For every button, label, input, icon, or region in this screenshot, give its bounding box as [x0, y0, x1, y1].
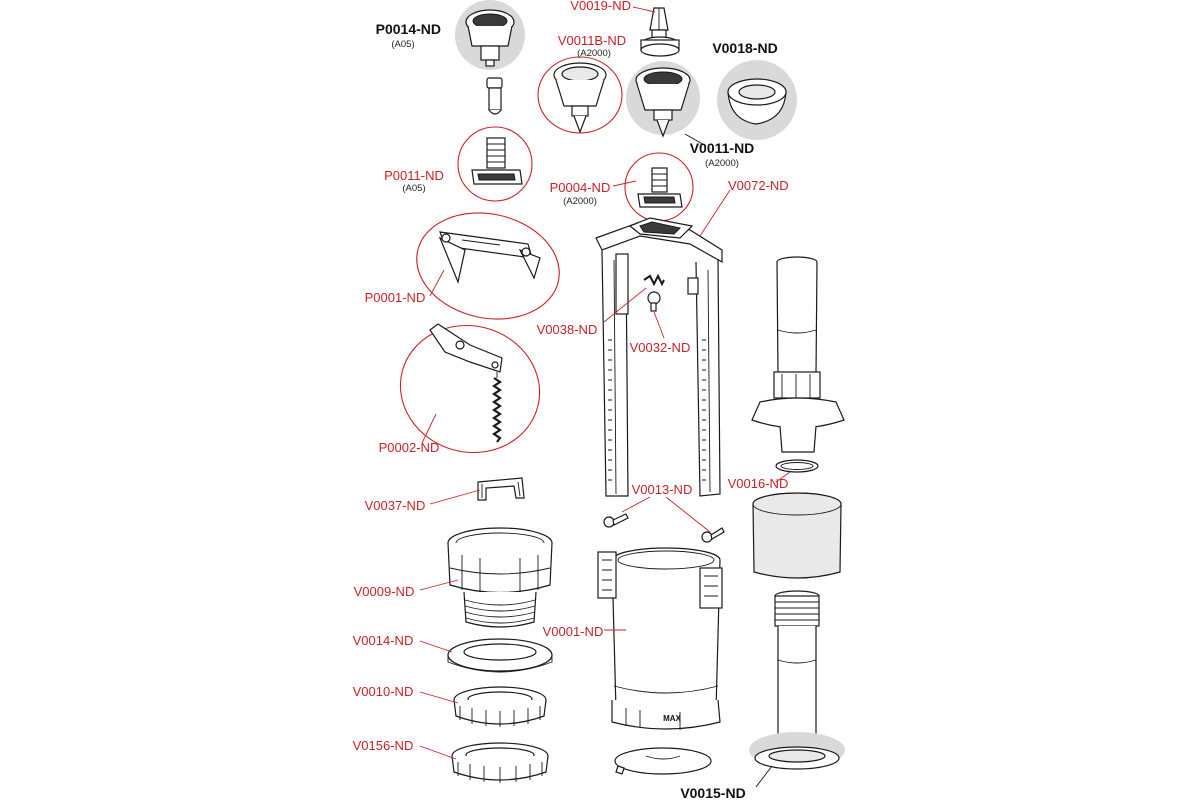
part-p0011: [471, 137, 523, 185]
label-v0016: V0016-ND: [728, 476, 789, 491]
part-v0019: [640, 7, 680, 57]
part-p0001-lever: [438, 231, 541, 285]
part-v0011b-button: [553, 62, 607, 134]
label-p0011-sub: (A05): [402, 183, 425, 194]
part-v0038-spring: [643, 273, 665, 287]
part-v0010-nut: [453, 686, 547, 727]
label-p0011: P0011-ND: [384, 168, 444, 183]
part-float-cylinder: [752, 492, 842, 579]
label-v0037: V0037-ND: [365, 498, 426, 513]
part-v0072-frame: [595, 217, 723, 497]
part-overflow-tube-lower: [774, 590, 820, 753]
label-v0019: V0019-ND: [570, 0, 631, 13]
label-p0002: P0002-ND: [379, 440, 440, 455]
label-p0004-sub: (A2000): [563, 196, 597, 207]
part-v0018-cap: [717, 60, 797, 140]
part-v0011-button: [626, 61, 700, 138]
part-v0016-oring: [775, 459, 819, 473]
part-p0014-push-button: [455, 0, 525, 70]
label-v0038: V0038-ND: [537, 322, 598, 337]
part-v0009-cage: [447, 527, 553, 628]
part-v0014-washer: [447, 638, 553, 673]
part-overflow-tube-upper: [751, 256, 845, 453]
label-v0001: V0001-ND: [543, 624, 604, 639]
part-p0004: [637, 167, 683, 208]
label-v0072: V0072-ND: [728, 178, 789, 193]
label-v0013: V0013-ND: [632, 482, 693, 497]
part-v0032-pin: [647, 291, 661, 312]
label-p0004: P0004-ND: [550, 180, 611, 195]
part-v0001-base-plate: [614, 747, 712, 775]
label-v0010: V0010-ND: [353, 684, 414, 699]
label-v0014: V0014-ND: [353, 633, 414, 648]
label-p0001: P0001-ND: [365, 290, 426, 305]
part-v0156-nut: [451, 742, 549, 783]
part-v0037-clip: [477, 477, 525, 501]
part-v0013-pins: [603, 513, 725, 543]
label-p0014-sub: (A05): [391, 39, 414, 50]
part-p0014-connector: [486, 77, 503, 115]
label-p0014: P0014-ND: [376, 21, 441, 37]
part-v0015-base: [749, 732, 845, 770]
max-marking: MAX: [663, 714, 681, 723]
part-p0002-lever-chain: [429, 323, 503, 443]
label-v0011b-sub: (A2000): [577, 48, 611, 59]
label-v0156: V0156-ND: [353, 738, 414, 753]
label-v0011-sub: (A2000): [705, 158, 739, 169]
part-v0001-cylinder: [597, 547, 723, 730]
label-v0011: V0011-ND: [690, 140, 755, 156]
label-v0009: V0009-ND: [354, 584, 415, 599]
label-v0011b: V0011B-ND: [558, 33, 626, 48]
label-v0018: V0018-ND: [712, 40, 777, 56]
label-v0015: V0015-ND: [680, 785, 745, 800]
label-v0032: V0032-ND: [630, 340, 691, 355]
